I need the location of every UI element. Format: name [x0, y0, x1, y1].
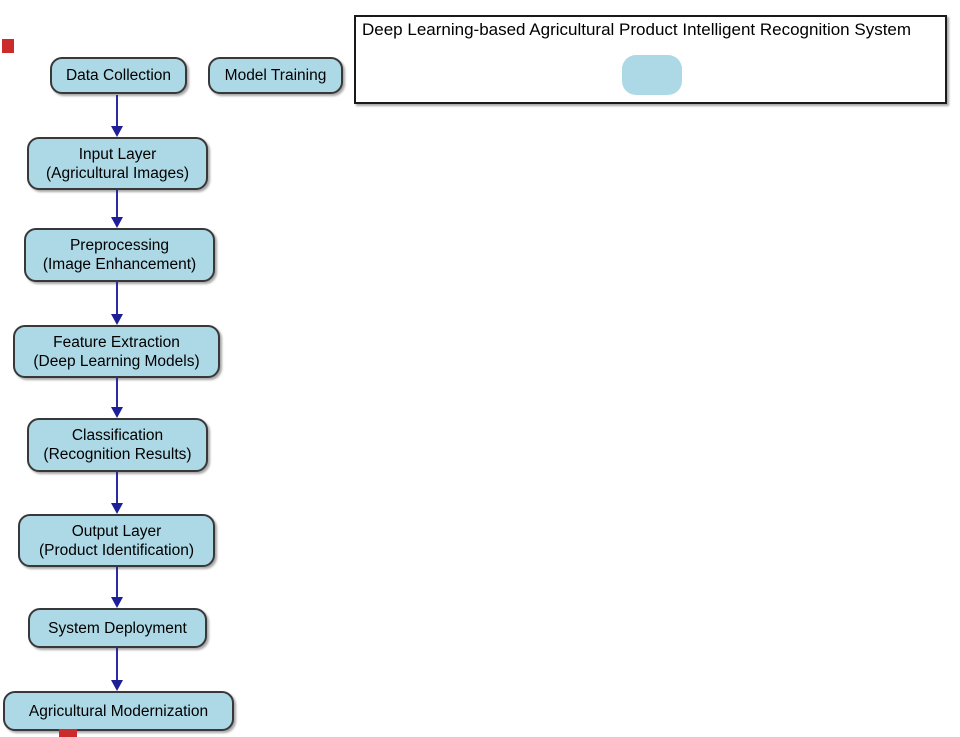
flow-arrow-shaft	[116, 282, 118, 314]
node-feature-extraction: Feature Extraction (Deep Learning Models…	[13, 325, 220, 378]
flow-arrow-shaft	[116, 567, 118, 597]
flow-arrow-shaft	[116, 378, 118, 407]
node-output-layer: Output Layer (Product Identification)	[18, 514, 215, 567]
flow-arrow-shaft	[116, 472, 118, 503]
node-system-deployment: System Deployment	[28, 608, 207, 648]
flow-arrow-head	[111, 126, 123, 137]
node-label: Preprocessing	[69, 237, 170, 254]
node-agricultural-modernization: Agricultural Modernization	[3, 691, 234, 731]
node-label: Classification	[71, 427, 164, 444]
node-label: Feature Extraction	[53, 333, 180, 351]
flow-arrow-head	[111, 680, 123, 691]
flow-arrow-head	[111, 407, 123, 418]
node-label: Data Collection	[65, 67, 172, 84]
node-label: System Deployment	[48, 619, 187, 637]
flow-arrow-head	[111, 217, 123, 228]
title-panel: Deep Learning-based Agricultural Product…	[354, 15, 947, 104]
flow-arrow-head	[111, 314, 123, 325]
node-sublabel: (Agricultural Images)	[46, 164, 189, 182]
flow-arrow-shaft	[116, 190, 118, 217]
node-sublabel: (Product Identification)	[38, 541, 195, 559]
node-preprocessing: Preprocessing (Image Enhancement)	[24, 228, 215, 282]
red-marker-bottom	[59, 729, 77, 737]
node-data-collection: Data Collection	[50, 57, 187, 94]
node-label: Model Training	[224, 67, 327, 84]
node-input-layer: Input Layer (Agricultural Images)	[27, 137, 208, 190]
flow-arrow-shaft	[116, 95, 118, 126]
diagram-title: Deep Learning-based Agricultural Product…	[362, 20, 912, 39]
node-sublabel: (Deep Learning Models)	[33, 352, 200, 370]
flow-arrow-head	[111, 597, 123, 608]
node-model-training: Model Training	[208, 57, 343, 94]
empty-placeholder-node	[622, 55, 682, 95]
flow-arrow-head	[111, 503, 123, 514]
node-label: Agricultural Modernization	[28, 702, 209, 720]
node-label: Input Layer	[78, 145, 157, 163]
node-sublabel: (Image Enhancement)	[42, 256, 197, 273]
flow-arrow-shaft	[116, 648, 118, 680]
red-marker-top-left	[2, 39, 14, 53]
node-label: Output Layer	[71, 522, 162, 540]
node-sublabel: (Recognition Results)	[43, 446, 192, 463]
node-classification: Classification (Recognition Results)	[27, 418, 208, 472]
